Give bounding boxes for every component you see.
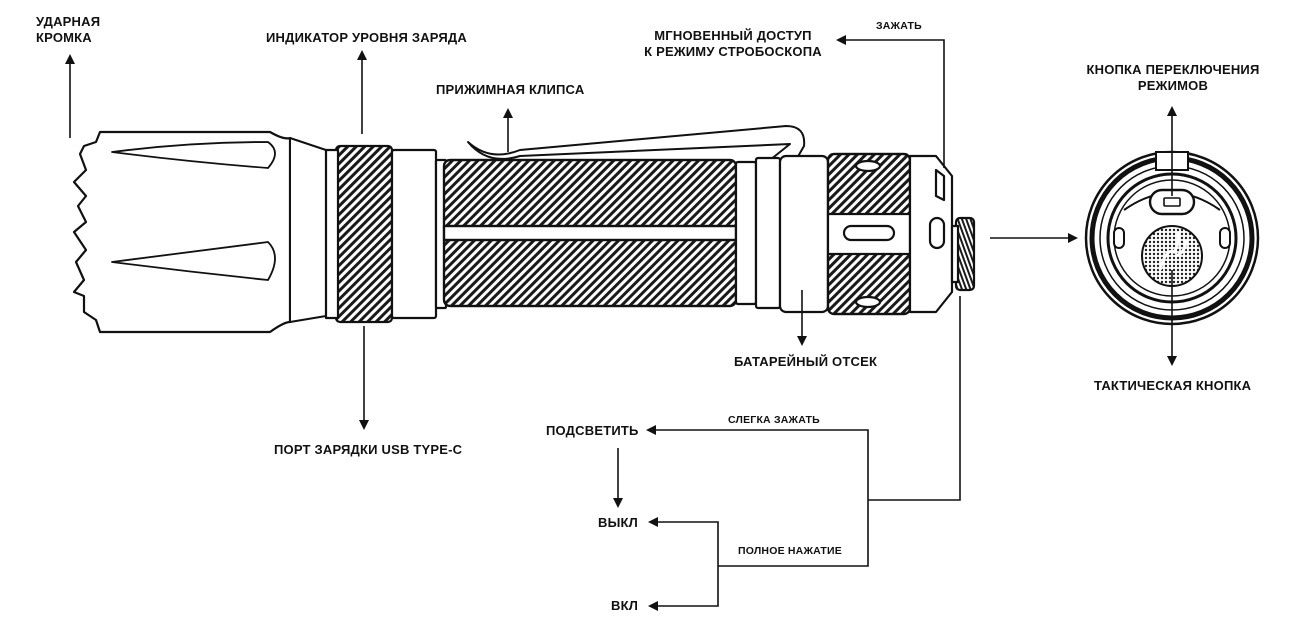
- label-instant-strobe: МГНОВЕННЫЙ ДОСТУП К РЕЖИМУ СТРОБОСКОПА: [640, 28, 826, 60]
- label-usb-port: ПОРТ ЗАРЯДКИ USB TYPE-C: [274, 442, 462, 458]
- collar: [392, 150, 436, 318]
- label-light-press: СЛЕГКА ЗАЖАТЬ: [728, 414, 820, 427]
- label-on: ВКЛ: [611, 598, 638, 614]
- label-off: ВЫКЛ: [598, 515, 638, 531]
- tail-cap: [780, 156, 828, 312]
- flashlight-body: [74, 126, 974, 332]
- label-pocket-clip: ПРИЖИМНАЯ КЛИПСА: [436, 82, 584, 98]
- arrow-on: [650, 566, 718, 606]
- label-tactical-button: ТАКТИЧЕСКАЯ КНОПКА: [1094, 378, 1251, 394]
- label-press-hold: ЗАЖАТЬ: [876, 20, 922, 33]
- arrow-strobe: [838, 40, 944, 168]
- charge-ring: [336, 146, 392, 322]
- label-strike-bezel: УДАРНАЯ КРОМКА: [36, 14, 100, 46]
- neck: [290, 138, 326, 322]
- label-battery-tube: БАТАРЕЙНЫЙ ОТСЕК: [734, 354, 877, 370]
- arrow-off: [650, 522, 718, 566]
- line-from-switch: [868, 296, 960, 500]
- label-momentary: ПОДСВЕТИТЬ: [546, 423, 639, 439]
- label-charge-indicator: ИНДИКАТОР УРОВНЯ ЗАРЯДА: [266, 30, 467, 46]
- label-mode-button: КНОПКА ПЕРЕКЛЮЧЕНИЯ РЕЖИМОВ: [1080, 62, 1266, 94]
- arrow-light-press: [648, 430, 868, 500]
- label-full-press: ПОЛНОЕ НАЖАТИЕ: [738, 545, 842, 558]
- clip: [468, 126, 804, 160]
